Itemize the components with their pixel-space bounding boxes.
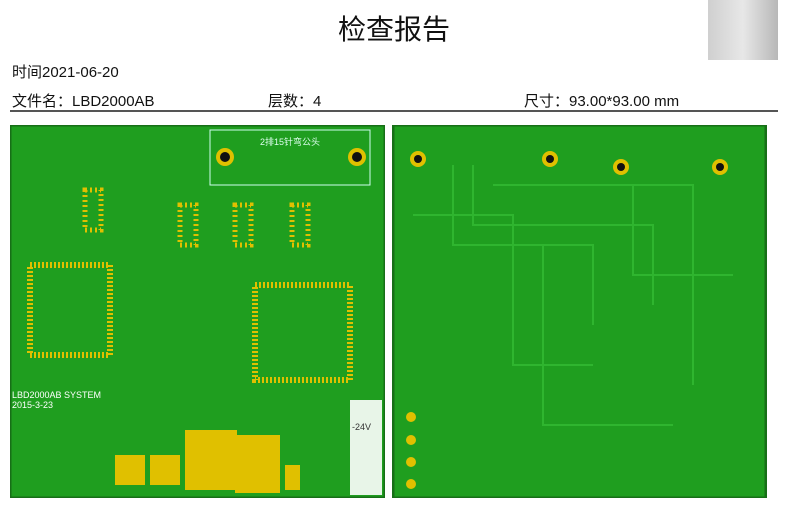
layers-line: 层数：4	[268, 93, 322, 110]
system-label: LBD2000AB SYSTEM	[12, 390, 101, 400]
connector-label: 2排15针弯公头	[260, 136, 320, 147]
page-title: 检查报告	[337, 14, 450, 45]
divider	[10, 110, 778, 112]
avatar	[708, 0, 778, 60]
date-label: 2015-3-23	[12, 400, 53, 410]
date-line: 时间2021-06-20	[12, 64, 119, 81]
filename-line: 文件名：LBD2000AB	[12, 93, 155, 110]
size-line: 尺寸：93.00*93.00 mm	[524, 93, 680, 110]
pcb-bottom-view	[392, 125, 767, 498]
voltage-label: -24V	[352, 422, 371, 432]
pcb-top-view: 2排15针弯公头 -24V LBD2000AB SYSTEM 2015-3-23	[10, 125, 385, 498]
